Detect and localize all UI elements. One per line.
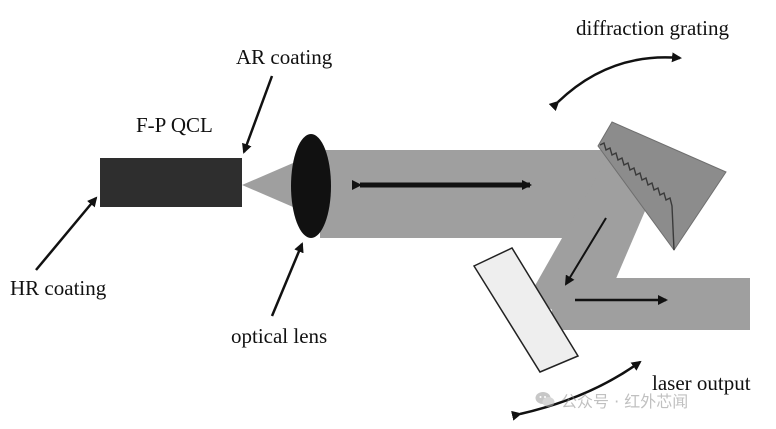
optical-lens-arrow [270, 242, 304, 317]
wechat-logo-icon [535, 392, 555, 407]
beam-path-output [552, 278, 750, 330]
grating-teeth [599, 141, 675, 251]
watermark-text: 公众号 · 红外芯闻 [561, 392, 689, 411]
fp-qcl-chip [100, 158, 242, 207]
beam-path-horizontal [320, 150, 655, 238]
hr-coating-label: HR coating [10, 276, 107, 300]
grating-to-mirror-arrow [564, 217, 607, 286]
laser-output-label: laser output [652, 371, 751, 395]
fp-qcl-label: F-P QCL [136, 113, 213, 137]
optical-lens-label: optical lens [231, 324, 328, 348]
output-mirror [472, 247, 580, 373]
optical-lens [291, 134, 331, 238]
ar-coating-arrow [242, 75, 274, 154]
beam-cone [242, 160, 300, 210]
diffraction-grating-label: diffraction grating [576, 16, 729, 40]
mirror-rotation-arrow [511, 360, 642, 421]
hr-coating-arrow [35, 196, 98, 271]
grating-rotation-arrow [548, 52, 682, 112]
ar-coating-label: AR coating [236, 45, 333, 69]
watermark: 公众号 · 红外芯闻 [535, 388, 688, 412]
